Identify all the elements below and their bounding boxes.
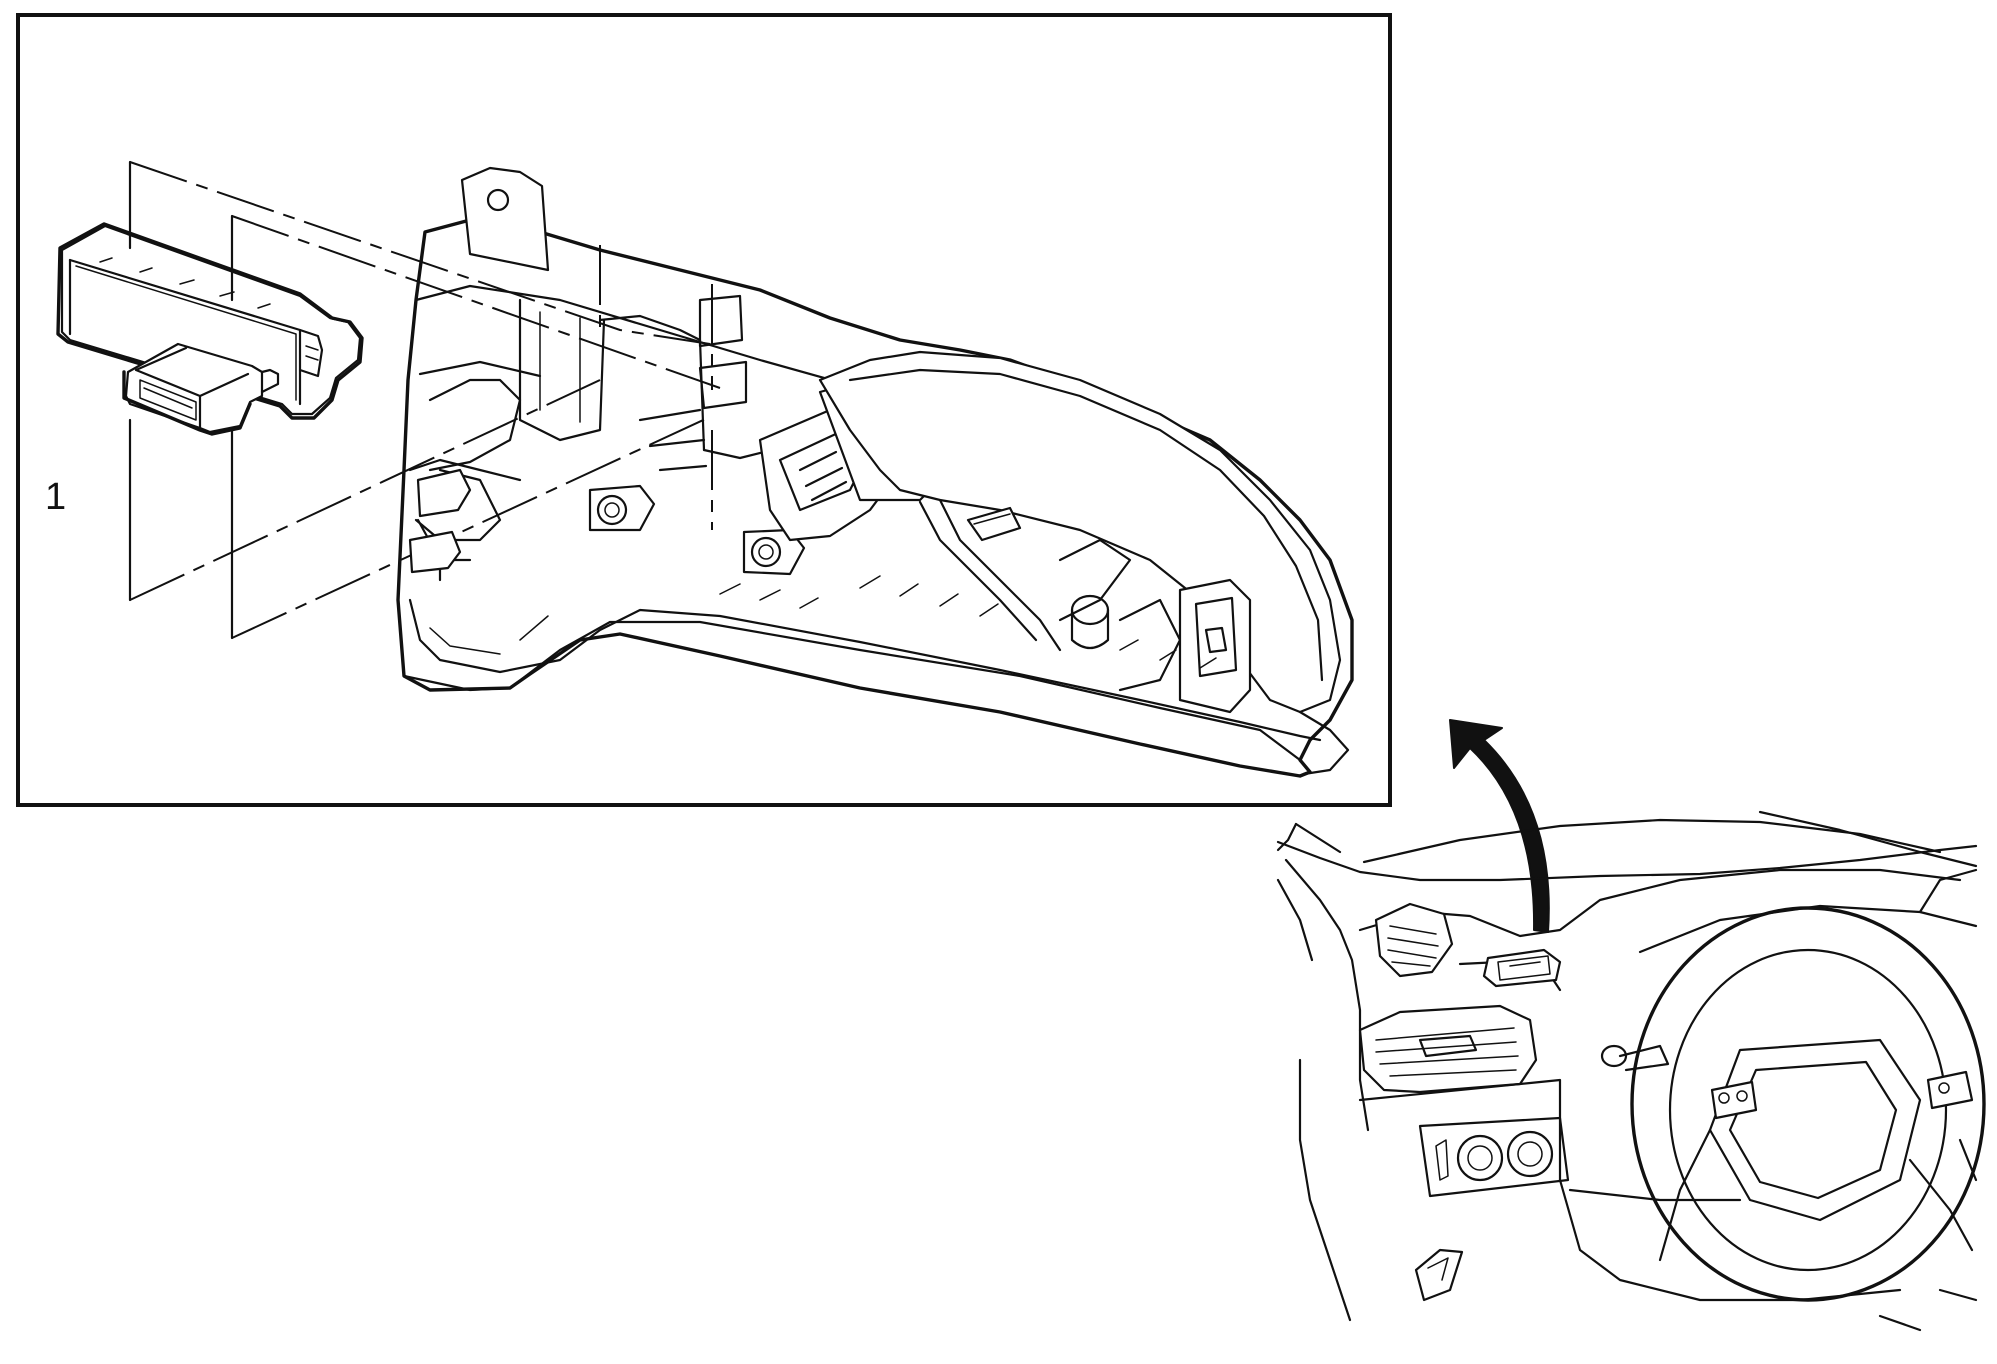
guide-lines [128, 160, 721, 640]
detail-view-frame [16, 13, 1392, 807]
callout-1: 1 [45, 476, 67, 518]
mounting-bracket [396, 166, 1354, 778]
control-module [56, 222, 364, 436]
locator-arrow [1449, 719, 1550, 933]
dashboard-overview [1276, 810, 1986, 1332]
